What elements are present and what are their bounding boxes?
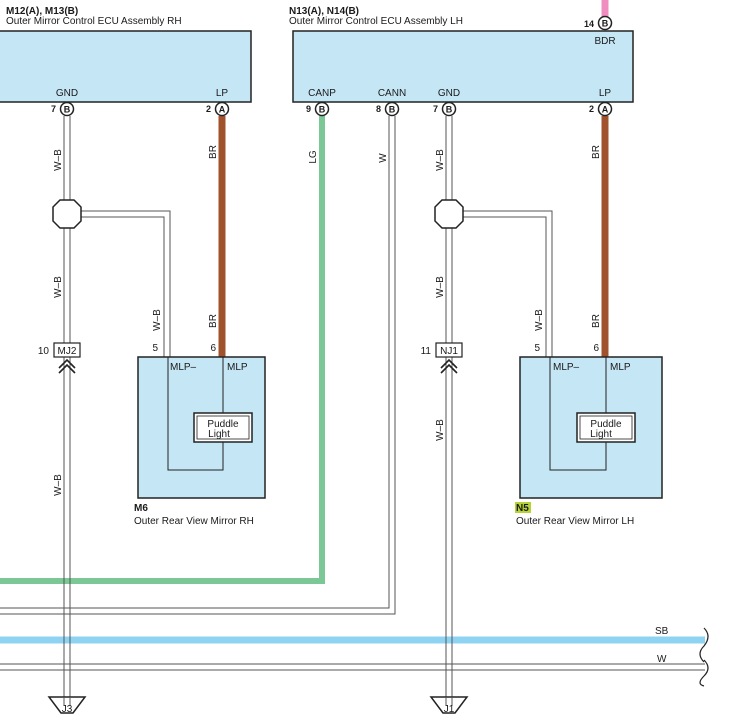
mirror-lh-code: N5	[516, 503, 529, 514]
ecu-rh-lp-pin: 2	[206, 104, 211, 114]
label-br-rh-1: BR	[208, 145, 219, 159]
ecu-rh-codes: M12(A), M13(B)	[6, 6, 78, 17]
mirror-rh-wire-minus	[167, 357, 224, 471]
wire-w-cann-a	[0, 116, 390, 609]
break-mark-upper	[699, 627, 709, 663]
ecu-lh-bdr-conn: B	[602, 19, 609, 29]
ecu-lh-lp-conn: A	[602, 105, 609, 115]
ecu-lh-name: Outer Mirror Control ECU Assembly LH	[289, 16, 463, 27]
mirror-lh-pin-mlp: 6	[593, 343, 599, 354]
label-wb-rh-1: W–B	[53, 149, 64, 171]
ecu-lh-canp-label: CANP	[308, 88, 336, 99]
ecu-lh-canp-conn: B	[319, 105, 326, 115]
ecu-rh-gnd-conn: B	[64, 105, 71, 115]
label-w-bus: W	[657, 654, 667, 665]
wire-wb-rh-branch-a	[70, 210, 171, 357]
nj1-pin: 11	[421, 346, 432, 357]
wire-wb-rh-branch-b	[70, 216, 165, 357]
ecu-lh-bdr-pin: 14	[584, 19, 594, 29]
mirror-lh-code-highlight	[515, 502, 531, 513]
label-w-cann: W	[378, 153, 389, 163]
mirror-lh-puddle-light-inner	[579, 415, 633, 440]
mirror-lh-pin-mlpm: 5	[534, 343, 540, 354]
ecu-lh-gnd-pin: 7	[433, 104, 438, 114]
ecu-lh-lp-label: LP	[599, 88, 612, 99]
break-mark-lower	[699, 659, 709, 687]
label-wb-rh-branch: W–B	[152, 309, 163, 331]
ecu-rh-gnd-terminal	[59, 101, 75, 117]
mirror-rh-pin-mlpm: 5	[152, 343, 158, 354]
ecu-rh-lp-conn: A	[219, 105, 226, 115]
label-lg: LG	[308, 150, 319, 164]
j1-label: J1	[444, 704, 455, 715]
ecu-rh-gnd-label: GND	[56, 88, 78, 99]
wire-lg-canp	[0, 116, 325, 584]
mirror-rh-mlp-label: MLP	[227, 362, 248, 373]
mirror-rh-lamp-line1: Puddle	[207, 419, 239, 430]
mj2-chevron-icon	[58, 358, 76, 374]
label-sb: SB	[655, 626, 669, 637]
ecu-lh-gnd-conn: B	[446, 105, 453, 115]
label-br-rh-2: BR	[208, 314, 219, 328]
label-wb-rh-3: W–B	[53, 474, 64, 496]
wire-w-cann-b	[0, 116, 396, 615]
ecu-rh-name: Outer Mirror Control ECU Assembly RH	[6, 16, 182, 27]
label-wb-lh-branch: W–B	[534, 309, 545, 331]
mirror-lh-mlpm-label: MLP–	[553, 362, 580, 373]
mirror-lh-lamp-line2: Light	[590, 429, 612, 440]
label-br-lh-1: BR	[591, 145, 602, 159]
mirror-lh-lamp-line1: Puddle	[590, 419, 622, 430]
label-br-lh-2: BR	[591, 314, 602, 328]
mirror-rh-name: Outer Rear View Mirror RH	[134, 516, 254, 527]
label-wb-lh-1: W–B	[435, 149, 446, 171]
wire-wb-lh-branch-b	[452, 216, 547, 357]
mirror-rh-pin-mlp: 6	[210, 343, 216, 354]
splice-lh	[434, 199, 464, 229]
mirror-lh-wire-minus	[549, 357, 607, 471]
mirror-rh-puddle-light-inner	[196, 415, 250, 440]
wire-wb-lh-branch-a	[452, 210, 553, 357]
nj1-chevron-icon	[440, 358, 458, 374]
connector-mj2	[53, 342, 81, 358]
mirror-rh-code: M6	[134, 503, 148, 514]
ecu-rh-box	[0, 30, 252, 103]
ecu-rh-gnd-pin: 7	[51, 104, 56, 114]
ecu-lh-gnd-label: GND	[438, 88, 460, 99]
ecu-lh-cann-pin: 8	[376, 104, 381, 114]
connector-j1	[429, 696, 469, 714]
mirror-rh-lamp-line2: Light	[208, 429, 230, 440]
label-wb-rh-2: W–B	[53, 276, 64, 298]
ecu-lh-gnd-terminal	[441, 101, 457, 117]
ecu-lh-canp-terminal	[314, 101, 330, 117]
connector-nj1	[435, 342, 463, 358]
mj2-label: MJ2	[58, 346, 77, 357]
ecu-lh-lp-terminal	[597, 101, 613, 117]
splice-rh	[52, 199, 82, 229]
ecu-lh-cann-label: CANN	[378, 88, 406, 99]
j3-label: J3	[62, 704, 73, 715]
mirror-rh-mlpm-label: MLP–	[170, 362, 197, 373]
mirror-lh-name: Outer Rear View Mirror LH	[516, 516, 634, 527]
label-wb-lh-3: W–B	[435, 419, 446, 441]
ecu-lh-box	[292, 30, 634, 103]
ecu-lh-codes: N13(A), N14(B)	[289, 6, 359, 17]
connector-j3	[47, 696, 87, 714]
ecu-rh-lp-terminal	[214, 101, 230, 117]
mirror-rh-puddle-light	[193, 412, 253, 443]
ecu-lh-cann-conn: B	[389, 105, 396, 115]
nj1-label: NJ1	[440, 346, 458, 357]
ecu-lh-bdr-terminal	[597, 15, 613, 31]
ecu-lh-lp-pin: 2	[589, 104, 594, 114]
mirror-lh-puddle-light	[576, 412, 636, 443]
mj2-pin: 10	[38, 346, 50, 357]
ecu-lh-bdr-label: BDR	[594, 36, 615, 47]
ecu-rh-lp-label: LP	[216, 88, 229, 99]
ecu-lh-canp-pin: 9	[306, 104, 311, 114]
mirror-lh-mlp-label: MLP	[610, 362, 631, 373]
ecu-lh-cann-terminal	[384, 101, 400, 117]
label-wb-lh-2: W–B	[435, 276, 446, 298]
